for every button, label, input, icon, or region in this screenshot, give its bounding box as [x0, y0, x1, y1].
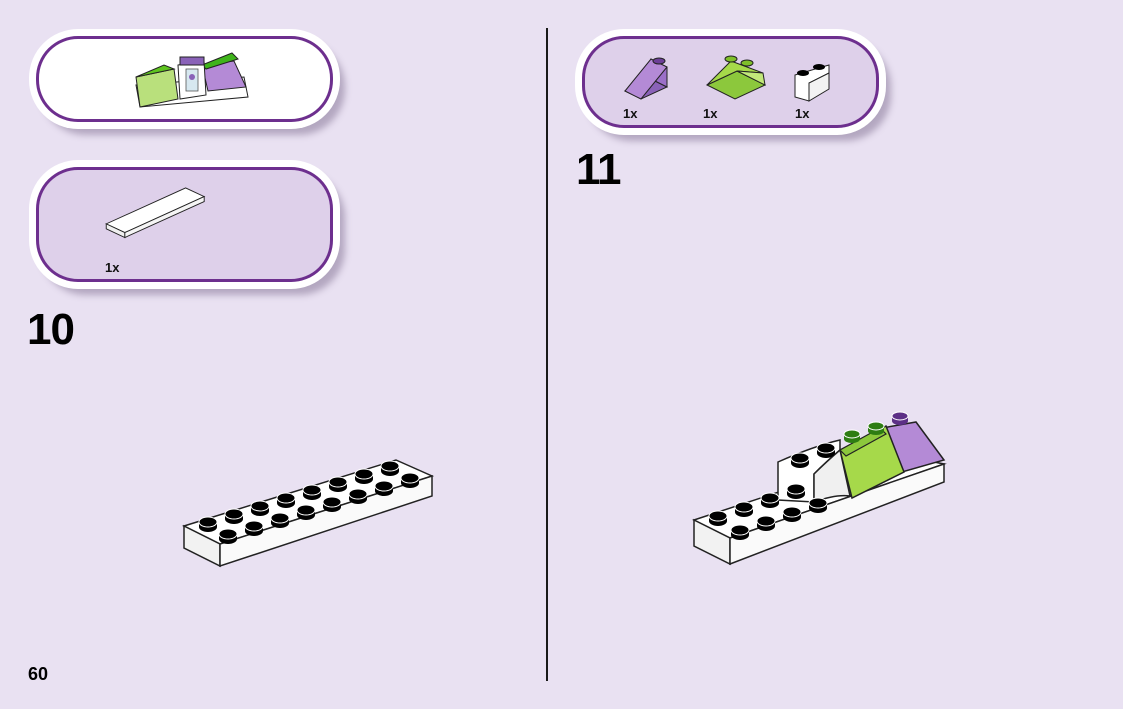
part-qty: 1x — [623, 106, 638, 121]
stud — [400, 472, 420, 488]
stud — [782, 506, 802, 522]
stud — [734, 501, 754, 517]
purple-slope-brick-icon — [623, 57, 669, 100]
page-divider — [546, 28, 548, 681]
stud — [218, 528, 238, 544]
model-preview-icon — [135, 52, 249, 108]
lime-slope-brick-icon — [705, 55, 767, 100]
stud — [808, 497, 828, 513]
model-preview-panel — [36, 36, 333, 122]
stud — [224, 508, 244, 524]
stud — [708, 510, 728, 526]
parts-panel-step-11: 1x 1x 1x — [582, 36, 879, 128]
part-qty: 1x — [795, 106, 810, 121]
stud — [380, 460, 400, 476]
stud — [198, 516, 218, 532]
step-number-10: 10 — [27, 305, 75, 354]
stud — [348, 488, 368, 504]
white-curved-brick-icon — [794, 64, 830, 102]
stud — [730, 524, 750, 540]
stud — [843, 429, 861, 443]
stud — [302, 484, 322, 500]
page-number: 60 — [28, 664, 49, 684]
stud — [760, 492, 780, 508]
stud — [816, 442, 836, 458]
stud — [270, 512, 290, 528]
stud — [296, 504, 316, 520]
stud — [322, 496, 342, 512]
stud — [276, 492, 296, 508]
stud — [244, 520, 264, 536]
stud — [354, 468, 374, 484]
stud — [374, 480, 394, 496]
white-plate-2x8-icon — [181, 459, 435, 568]
white-plate-2x8-icon — [105, 187, 206, 239]
stud — [756, 515, 776, 531]
stud — [328, 476, 348, 492]
step-number-11: 11 — [576, 145, 622, 194]
stud — [891, 411, 909, 425]
stud — [867, 421, 885, 435]
part-qty: 1x — [703, 106, 718, 121]
assembled-bricks-on-plate-icon — [692, 411, 947, 566]
stud — [790, 452, 810, 468]
stud — [250, 500, 270, 516]
parts-panel-step-10: 1x — [36, 167, 333, 282]
part-qty: 1x — [105, 260, 120, 275]
stud — [786, 483, 806, 499]
